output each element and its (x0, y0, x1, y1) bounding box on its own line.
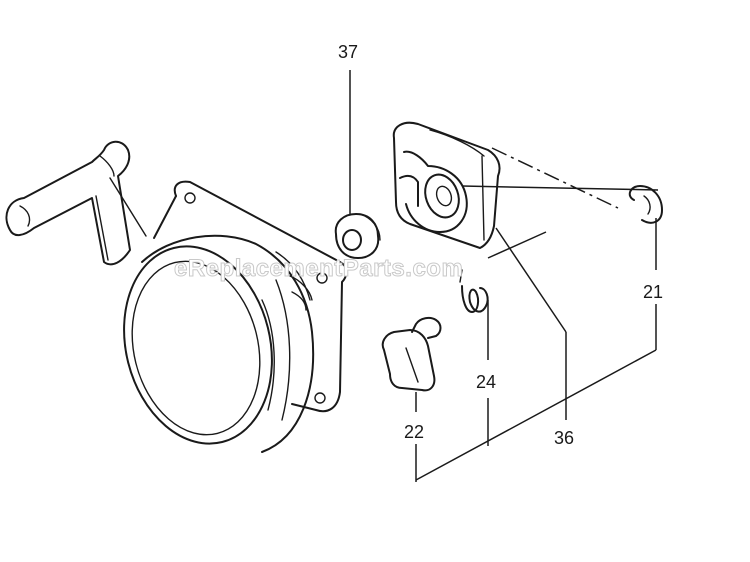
callout-37: 37 (338, 42, 358, 62)
pawl (381, 316, 442, 392)
callout-21: 21 (643, 282, 663, 302)
e-clip (628, 185, 663, 224)
callout-24: 24 (476, 372, 496, 392)
callout-36: 36 (554, 428, 574, 448)
watermark: eReplacementParts.com (174, 255, 463, 282)
starter-case (123, 180, 348, 453)
spring (459, 269, 489, 313)
leader-lines (349, 70, 659, 482)
nut (334, 213, 381, 259)
starter-handle (5, 140, 147, 266)
pulley-reel (392, 121, 501, 249)
callout-22: 22 (404, 422, 424, 442)
